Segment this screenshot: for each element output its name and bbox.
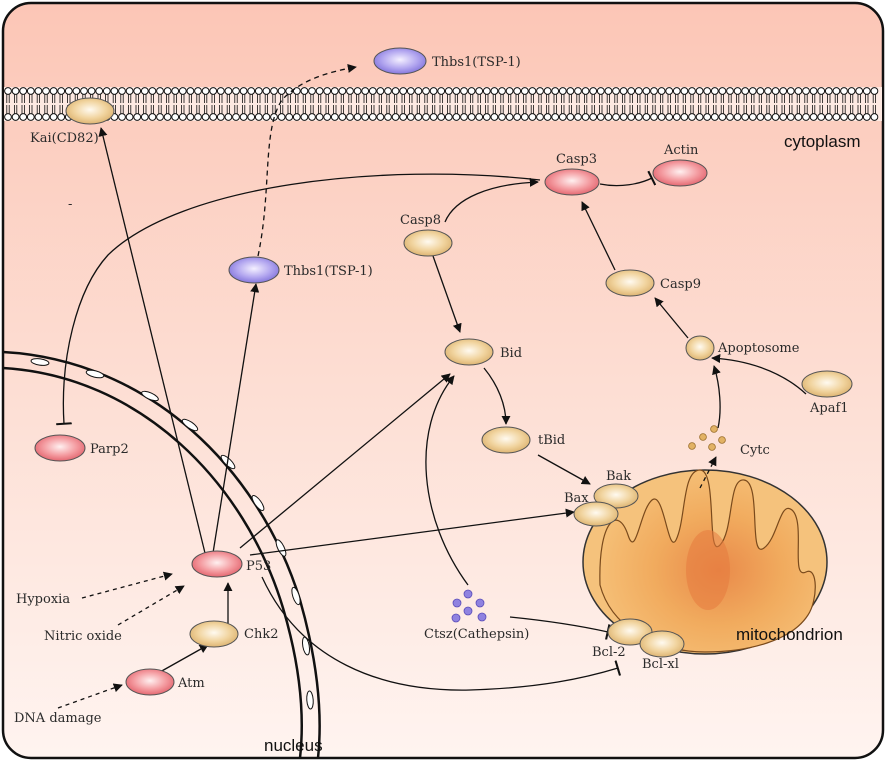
casp8-label: Casp8 [400,213,441,228]
bclxl-label: Bcl-xl [642,657,679,672]
nucleus-region-label: nucleus [264,736,323,755]
bid-node [444,338,494,366]
bcl2-label: Bcl-2 [592,645,626,660]
thbs1-mid-label: Thbs1(TSP-1) [284,264,373,279]
cell-membrane [4,87,882,121]
bid-label: Bid [500,346,522,361]
casp8-node [403,229,453,257]
tbid-label: tBid [538,433,565,448]
parp2-node [34,434,86,462]
atm-node [125,668,175,696]
actin-label: Actin [663,143,699,158]
ctsz-label: Ctsz(Cathepsin) [424,627,529,642]
p53-label: P53 [246,559,271,574]
thbs1-mid-node [228,256,280,284]
nuclear-envelope [2,350,321,759]
casp9-label: Casp9 [660,277,701,292]
cytc-label: Cytc [740,443,770,458]
dna-damage-label: DNA damage [14,711,102,726]
actin-node [652,159,708,187]
tbid-node [481,426,531,454]
stray-mark: - [68,197,72,212]
casp3-label: Casp3 [556,152,597,167]
thbs1-top-node [373,47,427,75]
thbs1-top-label: Thbs1(TSP-1) [432,55,521,70]
cytoplasm-region-label: cytoplasm [784,132,861,151]
mitochondrion [582,469,828,655]
bak-label: Bak [606,469,631,484]
bclxl-node [639,630,685,658]
kai-node [65,97,115,125]
kai-label: Kai(CD82) [30,131,99,146]
casp9-node [605,269,655,297]
chk2-node [189,620,239,648]
mitochondrion-region-label: mitochondrion [736,625,843,644]
hypoxia-label: Hypoxia [16,592,70,607]
chk2-label: Chk2 [244,627,278,642]
apaf1-node [801,370,853,398]
cathepsin-dots [451,589,487,623]
apaf1-label: Apaf1 [809,401,849,416]
bax-label: Bax [564,491,589,506]
nitric-oxide-label: Nitric oxide [44,629,122,644]
parp2-label: Parp2 [90,442,129,457]
apoptosome-label: Apoptosome [717,341,800,356]
pathway-edges [56,63,807,709]
bak-node [593,483,639,509]
bax-node [573,501,619,527]
nuclear-pores [30,358,314,710]
apoptosome-node [685,335,715,361]
atm-label: Atm [177,676,205,691]
cytc-dots [688,425,726,451]
casp3-node [544,168,600,196]
p53-node [191,550,243,578]
